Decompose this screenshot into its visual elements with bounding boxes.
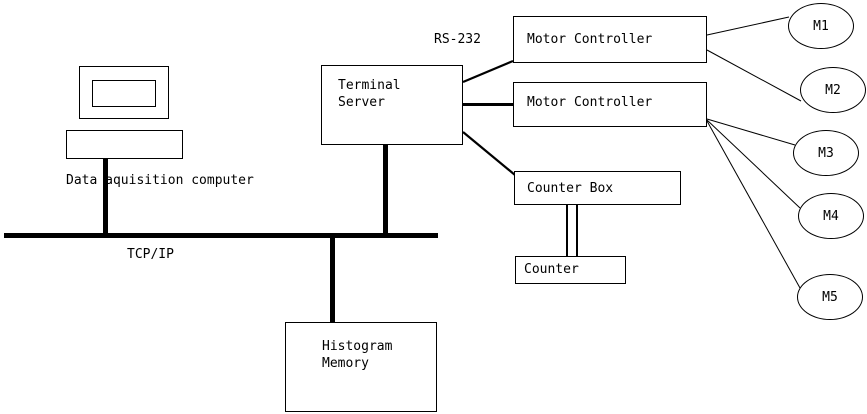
motor-m1-label: M1: [813, 18, 829, 34]
counter-box-label: Counter Box: [527, 181, 614, 196]
histogram-memory-label-line-1: Histogram: [322, 339, 393, 354]
motor-m3-label: M3: [818, 145, 834, 161]
bus-stub-terminal-server: [383, 144, 388, 236]
histogram-memory-label-line-2: Memory: [322, 356, 369, 371]
terminal-server-label-line-1: Terminal: [338, 78, 401, 93]
edge-terminal-server-to-motor-controller-2: [463, 103, 514, 106]
motor-m2: M2: [800, 67, 866, 113]
motor-m3: M3: [793, 130, 859, 176]
tcpip-bus-label: TCP/IP: [127, 247, 174, 262]
motor-m1: M1: [788, 3, 854, 49]
histogram-memory-box: [285, 322, 437, 412]
edge-counter-box-to-counter-left: [566, 205, 568, 257]
edge-motor-controller-1-to-m1: [706, 16, 790, 36]
bus-stub-histogram-memory: [330, 235, 335, 324]
counter-box-box: [514, 171, 681, 205]
terminal-server-box: [321, 65, 463, 145]
edge-terminal-server-to-motor-controller-1: [462, 59, 514, 84]
data-acquisition-computer-label: Data aquisition computer: [66, 173, 254, 188]
motor-m2-label: M2: [825, 82, 841, 98]
edge-motor-controller-2-to-m4: [706, 119, 801, 209]
edge-counter-box-to-counter-right: [576, 205, 578, 257]
computer-base-unit: [66, 130, 183, 159]
edge-motor-controller-2-to-m5: [706, 120, 801, 289]
edge-motor-controller-2-to-m3: [706, 118, 796, 146]
motor-m5-label: M5: [822, 289, 838, 305]
motor-controller-1-box: [513, 16, 707, 63]
tcpip-network-bus: [4, 233, 438, 238]
bus-stub-data-acquisition-computer: [103, 156, 108, 236]
motor-controller-1-label: Motor Controller: [527, 32, 653, 47]
terminal-server-label-line-2: Server: [338, 95, 385, 110]
edge-motor-controller-1-to-m2: [706, 49, 802, 102]
counter-label: Counter: [524, 262, 579, 277]
motor-m5: M5: [797, 274, 863, 320]
counter-box: [515, 256, 626, 284]
motor-controller-2-label: Motor Controller: [527, 95, 653, 110]
computer-monitor-screen: [92, 80, 156, 107]
motor-controller-2-box: [513, 82, 707, 127]
rs232-link-label: RS-232: [434, 32, 481, 47]
edge-terminal-server-to-counter-box: [462, 131, 516, 176]
motor-m4-label: M4: [823, 208, 839, 224]
motor-m4: M4: [798, 193, 864, 239]
